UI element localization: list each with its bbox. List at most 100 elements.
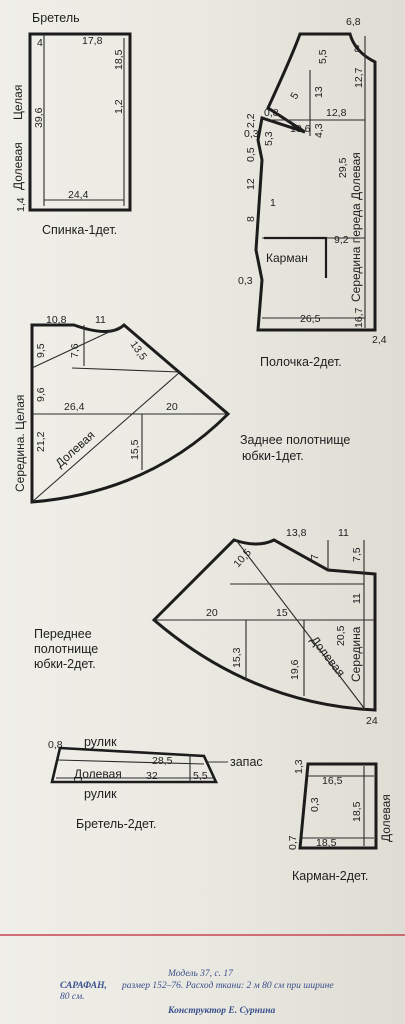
front-skirt-dim-h: 15,3 bbox=[231, 647, 243, 668]
pocket-grain-label: Долевая bbox=[379, 794, 393, 842]
footer-size-consumption: размер 152–76. Расход ткани: 2 м 80 см п… bbox=[121, 980, 334, 991]
back-dim-b: 17,8 bbox=[82, 35, 103, 47]
front-dim-l: 12,8 bbox=[326, 107, 347, 119]
front-dim-n: 0,5 bbox=[245, 147, 257, 162]
footer-width: 80 см. bbox=[60, 992, 85, 1002]
front-dim-i: 10,6 bbox=[290, 123, 311, 135]
pocket-dim-a: 1,3 bbox=[293, 759, 305, 774]
front-dim-a: 6,8 bbox=[346, 16, 361, 28]
front-skirt-dim-g: 15 bbox=[276, 607, 288, 619]
strap-dim-b: 28,5 bbox=[152, 755, 173, 767]
back-fold-label: Целая bbox=[11, 85, 25, 120]
strap-allowance-label: запас bbox=[230, 755, 263, 769]
back-grain-label: Долевая bbox=[11, 142, 25, 190]
back-dim-g: 24,4 bbox=[68, 189, 89, 201]
front-skirt-dim-l: 24 bbox=[366, 715, 378, 727]
front-center-label: Середина переда Долевая bbox=[349, 152, 363, 302]
pocket-dim-c: 0,3 bbox=[309, 797, 321, 812]
front-dim-c: 5,5 bbox=[317, 49, 329, 64]
footer-caption: Модель 37, с. 17 САРАФАН, размер 152–76.… bbox=[60, 968, 334, 1016]
strap-piece: 0,8 28,5 32 5,5 рулик рулик запас Долева… bbox=[48, 735, 263, 831]
back-skirt-dim-d: 7,6 bbox=[69, 343, 81, 358]
back-skirt-dim-f: 9,6 bbox=[35, 387, 47, 402]
front-dim-b: 8 bbox=[354, 43, 360, 55]
front-dim-w: 2,4 bbox=[372, 334, 387, 346]
back-skirt-yoke-line bbox=[31, 324, 125, 369]
pocket-piece: 1,3 16,5 0,3 18,5 0,7 18,5 Долевая Карма… bbox=[287, 759, 393, 883]
back-dim-a: 4 bbox=[37, 37, 43, 49]
pocket-dim-b: 16,5 bbox=[322, 775, 343, 787]
front-dim-q: 29,5 bbox=[337, 157, 349, 178]
front-dim-h: 5,3 bbox=[263, 131, 275, 146]
back-dim-e: 1,2 bbox=[113, 99, 125, 114]
back-skirt-piece: 10,8 11 9,5 7,6 13,5 9,6 26,4 20 21,2 15… bbox=[13, 314, 350, 504]
front-skirt-name-3: юбки-2дет. bbox=[34, 657, 96, 671]
pocket-dim-d: 18,5 bbox=[351, 801, 363, 822]
front-skirt-center-label: Середина bbox=[349, 626, 363, 682]
pocket-dim-e: 0,7 bbox=[287, 835, 299, 850]
front-dim-f: 0,8 bbox=[264, 107, 279, 119]
back-skirt-dim-g: 26,4 bbox=[64, 401, 85, 413]
back-strap-label: Бретель bbox=[32, 11, 80, 25]
back-skirt-side-label: Середина. Целая bbox=[13, 395, 27, 492]
strap-piece-name: Бретель-2дет. bbox=[76, 817, 156, 831]
front-dim-e: 2,2 bbox=[245, 113, 257, 128]
front-skirt-name-2: полотнище bbox=[34, 642, 98, 656]
strap-top-line bbox=[57, 759, 205, 765]
front-skirt-dim-f: 20 bbox=[206, 607, 218, 619]
pocket-outline bbox=[298, 762, 378, 850]
back-dim-d: 39,6 bbox=[33, 107, 45, 128]
front-pocket-label: Карман bbox=[266, 251, 308, 265]
front-skirt-grain-line bbox=[235, 539, 365, 709]
strap-dim-a: 0,8 bbox=[48, 739, 63, 751]
strap-outline bbox=[50, 746, 219, 784]
back-skirt-dim-i: 21,2 bbox=[35, 431, 47, 452]
front-piece-name: Полочка-2дет. bbox=[260, 355, 342, 369]
front-skirt-dim-b: 11 bbox=[338, 527, 349, 539]
footer-garment-title: САРАФАН, bbox=[60, 981, 107, 991]
front-skirt-dim-c: 10,5 bbox=[231, 547, 254, 570]
back-skirt-dim-c: 9,5 bbox=[35, 343, 47, 358]
back-bodice-piece: Бретель 4 17,8 18,5 39,6 1,2 1,4 24,4 До… bbox=[11, 11, 132, 237]
back-dim-c: 18,5 bbox=[113, 49, 125, 70]
strap-dim-c: 32 bbox=[146, 770, 158, 782]
front-pocket-outline bbox=[264, 236, 328, 278]
strap-edge-top: рулик bbox=[84, 735, 117, 749]
front-skirt-outline bbox=[151, 538, 377, 712]
front-skirt-dim-k: 11 bbox=[351, 593, 363, 604]
back-skirt-diag-line bbox=[71, 367, 181, 373]
front-dim-s: 9,2 bbox=[334, 234, 349, 246]
front-skirt-dim-d: 7 bbox=[309, 554, 321, 560]
back-skirt-dim-j: 15,5 bbox=[129, 439, 141, 460]
front-dim-r: 8 bbox=[245, 216, 257, 222]
strap-dim-d: 5,5 bbox=[193, 770, 208, 782]
back-skirt-dim-h: 20 bbox=[166, 401, 178, 413]
strap-edge-bottom: рулик bbox=[84, 787, 117, 801]
front-dim-d: 5 bbox=[288, 90, 301, 101]
front-skirt-dim-i: 19,6 bbox=[289, 659, 301, 680]
front-skirt-piece: 13,8 11 10,5 7 7,5 20 15 15,3 19,6 20,5 … bbox=[34, 527, 378, 727]
back-piece-name: Спинка-1дет. bbox=[42, 223, 117, 237]
front-skirt-dim-e: 7,5 bbox=[351, 547, 363, 562]
front-dim-u: 26,5 bbox=[300, 313, 321, 325]
front-dim-g: 0,3 bbox=[244, 128, 259, 140]
back-skirt-outline bbox=[30, 322, 231, 504]
front-dim-m: 12,7 bbox=[353, 67, 365, 88]
footer-designer: Конструктор Е. Сурнина bbox=[167, 1006, 275, 1016]
front-dim-k: 13 bbox=[313, 86, 325, 98]
pocket-dim-f: 18,5 bbox=[316, 837, 337, 849]
front-dim-v: 16,7 bbox=[353, 307, 365, 328]
front-bodice-outline bbox=[254, 32, 377, 332]
back-skirt-name-2: юбки-1дет. bbox=[242, 449, 304, 463]
front-dim-p: 1 bbox=[270, 197, 276, 209]
front-skirt-dim-j: 20,5 bbox=[335, 625, 347, 646]
back-bodice-outline bbox=[28, 32, 132, 212]
front-skirt-dim-a: 13,8 bbox=[286, 527, 307, 539]
front-bodice-piece: 6,8 8 5,5 5 2,2 0,8 0,3 5,3 10,6 4,3 13 … bbox=[238, 16, 387, 369]
back-dim-f: 1,4 bbox=[15, 197, 27, 212]
back-skirt-dim-a: 10,8 bbox=[46, 314, 67, 326]
front-skirt-name-1: Переднее bbox=[34, 627, 92, 641]
back-skirt-name-1: Заднее полотнище bbox=[240, 433, 350, 447]
